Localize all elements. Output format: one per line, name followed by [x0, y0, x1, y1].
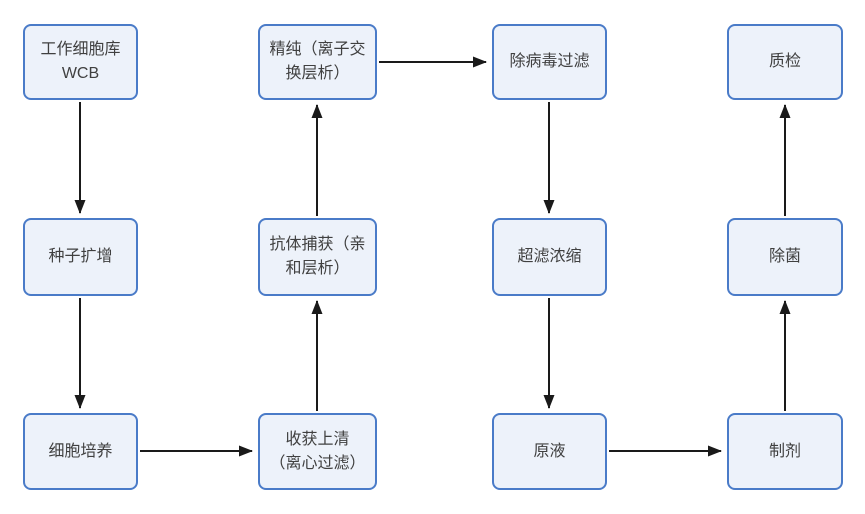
node-harvest-supernatant: 收获上清 （离心过滤）	[258, 413, 377, 490]
node-virus-filtration: 除病毒过滤	[492, 24, 607, 100]
node-antibody-capture: 抗体捕获（亲 和层析）	[258, 218, 377, 296]
node-seed-expansion: 种子扩增	[23, 218, 138, 296]
node-ultrafiltration: 超滤浓缩	[492, 218, 607, 296]
node-sterile-filtration: 除菌	[727, 218, 843, 296]
node-bulk-solution: 原液	[492, 413, 607, 490]
node-working-cell-bank: 工作细胞库 WCB	[23, 24, 138, 100]
node-polishing: 精纯（离子交 换层析）	[258, 24, 377, 100]
node-cell-culture: 细胞培养	[23, 413, 138, 490]
node-quality-control: 质检	[727, 24, 843, 100]
node-formulation: 制剂	[727, 413, 843, 490]
